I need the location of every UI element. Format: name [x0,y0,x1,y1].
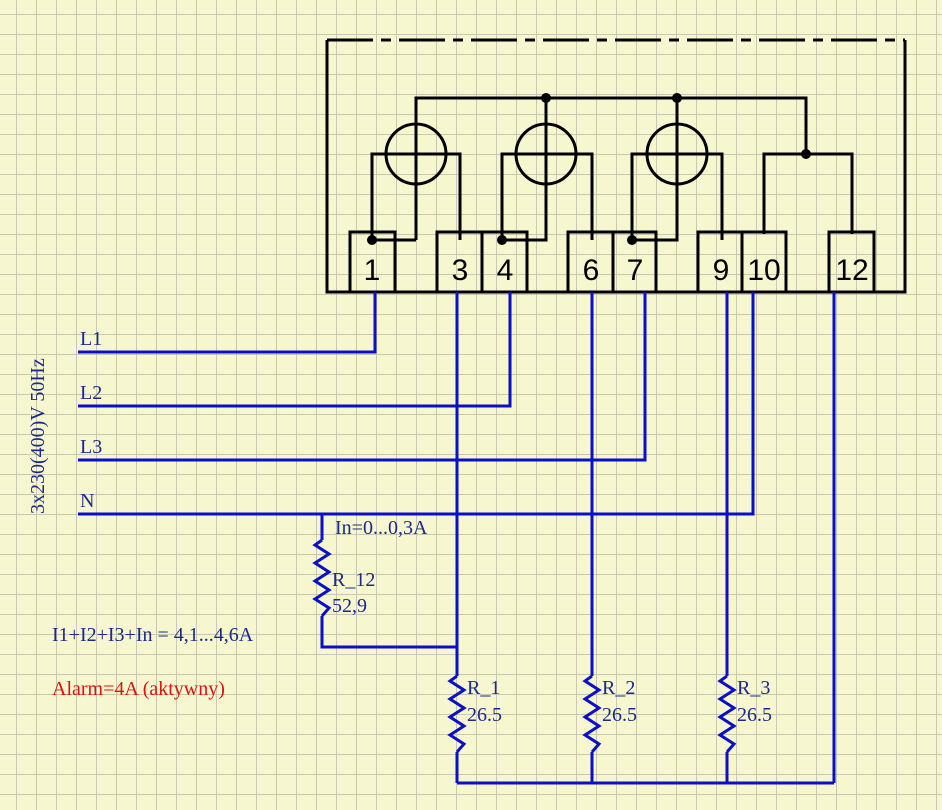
junction-dot [497,235,507,245]
neutral-frame [762,152,854,234]
alarm-label: Alarm=4A (aktywny) [52,678,225,700]
terminal-label: 3 [452,254,469,287]
neutral-current-range: In=0...0,3A [335,517,428,539]
supply-voltage-label: 3x230(400)V 50Hz [27,358,49,514]
line-label-n: N [80,490,94,512]
coil-circle-1 [384,122,448,186]
resistor-r12-name: R_12 [332,569,375,591]
line-label-l3: L3 [80,436,102,458]
junction-dot [672,93,682,103]
terminal-label: 9 [713,254,730,287]
meter-internal-wiring [367,93,854,245]
wire-l2 [78,292,512,408]
terminal-label: 10 [747,254,780,287]
resistor-r1-value: 26.5 [467,704,502,726]
terminal-label: 1 [364,254,381,287]
junction-dot [367,235,377,245]
load-wiring [312,292,836,785]
junction-dot [627,235,637,245]
housing-outline [325,40,907,294]
tap-7 [632,154,679,242]
resistor-r3-zigzag [717,674,737,753]
terminal-box-1 [348,230,397,294]
terminal-label: 12 [835,254,868,287]
line-label-l2: L2 [80,382,102,404]
resistor-r1-zigzag [447,674,467,753]
coil-circle-2 [514,122,578,186]
resistor-r2-name: R_2 [602,677,635,699]
terminal-box-10 [740,230,788,294]
meter-housing [325,38,907,294]
resistor-r12-value: 52,9 [332,595,367,617]
terminal-box-7 [611,230,658,294]
junction-dot [801,149,811,159]
line-label-l1: L1 [80,328,102,350]
wire-l3 [78,292,647,462]
terminal-label: 6 [583,254,600,287]
resistor-r2-value: 26.5 [602,704,637,726]
resistor-r12-zigzag [312,538,332,617]
resistor-r1-name: R_1 [467,677,500,699]
terminal-box-12 [827,230,876,294]
terminal-label: 4 [497,254,514,287]
wire-l1 [78,292,377,354]
resistor-r3-value: 26.5 [737,704,772,726]
wire-r12-bottom [320,616,457,649]
terminal-block: 1 3 4 6 7 9 10 12 [348,230,876,294]
resistor-r2-zigzag [582,674,602,753]
resistor-r3-name: R_3 [737,677,770,699]
coil-circle-3 [645,122,709,186]
sum-current-label: I1+I2+I3+In = 4,1...4,6A [52,624,254,646]
supply-wiring [78,292,755,516]
tap-4 [502,154,548,242]
junction-dot [541,93,551,103]
terminal-label: 7 [627,254,644,287]
voltage-bus [414,96,808,154]
wire-n [78,292,755,516]
terminal-box-4 [480,230,529,294]
